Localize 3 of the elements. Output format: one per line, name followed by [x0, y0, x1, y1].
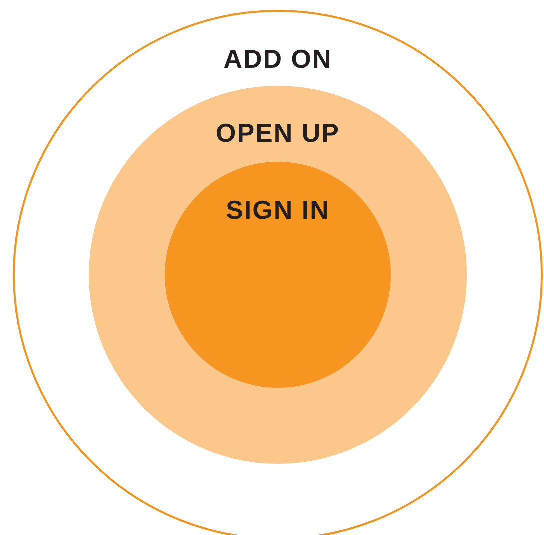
circle-label: ADD ON: [224, 44, 332, 74]
circle-label: SIGN IN: [226, 195, 330, 225]
circle-label: OPEN UP: [216, 118, 340, 148]
